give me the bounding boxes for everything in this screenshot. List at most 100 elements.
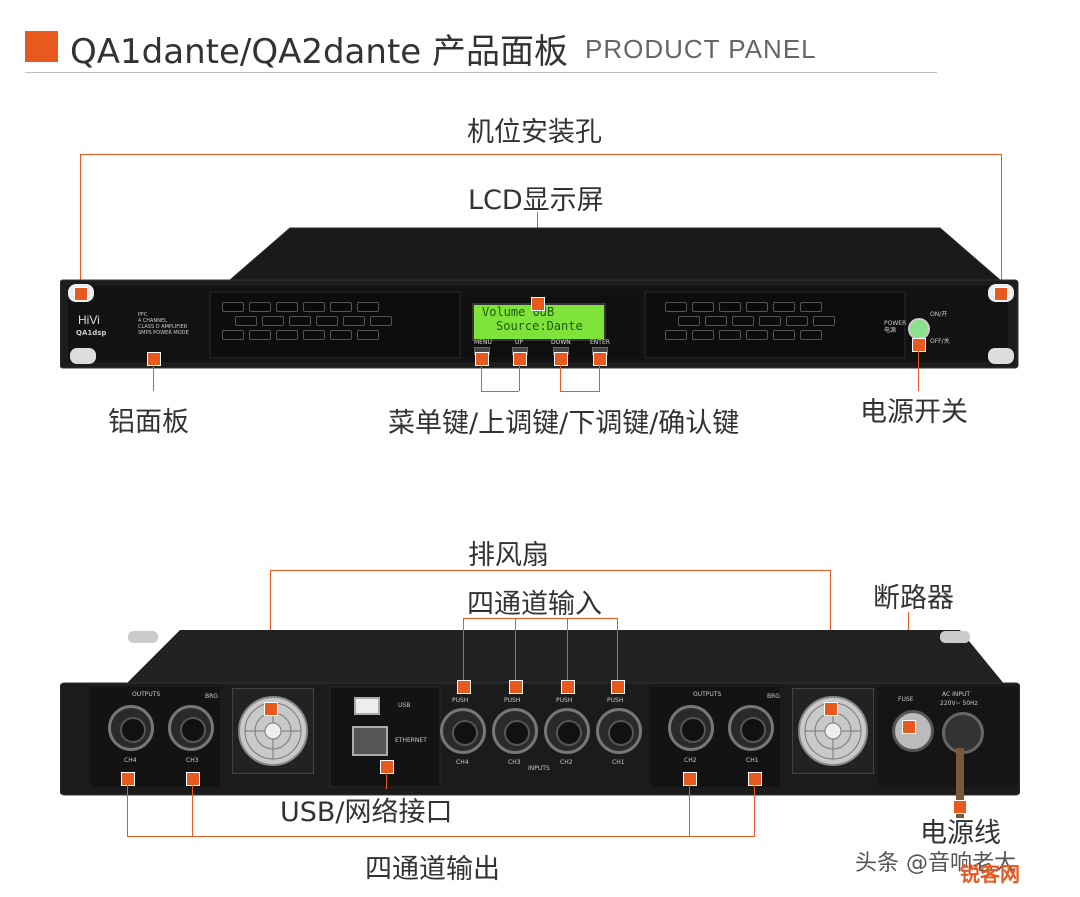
callout-mount-holes: 机位安装孔 <box>467 117 602 148</box>
vent-slot <box>357 330 379 340</box>
marker-power <box>912 338 926 352</box>
vent-slot <box>357 302 379 312</box>
callout-inputs: 四通道输入 <box>467 589 602 620</box>
marker-fan-left <box>264 702 278 716</box>
callout-line-mount-right <box>1001 154 1002 292</box>
callout-line-usb <box>386 773 387 789</box>
callout-line-inputs-top <box>463 618 617 619</box>
xlr-input-ch3[interactable] <box>492 708 538 754</box>
vent-slot <box>235 316 257 326</box>
callout-line-out-2 <box>192 785 193 836</box>
spec-text: PFC 4 CHANNEL CLASS D AMPLIFIER SMPS POW… <box>138 312 189 336</box>
xlr-input-ch2[interactable] <box>544 708 590 754</box>
vent-slot <box>678 316 700 326</box>
xlr-input-ch4[interactable] <box>440 708 486 754</box>
ac-input-label: AC INPUT <box>942 691 971 698</box>
marker-usb-network <box>380 760 394 774</box>
outputs-label-right: OUTPUTS <box>693 691 722 698</box>
speakon-output-ch3[interactable] <box>168 705 214 751</box>
marker-input-ch3 <box>509 680 523 694</box>
header-divider <box>25 72 937 73</box>
callout-line-input-4 <box>617 618 618 682</box>
push-label-ch2: PUSH <box>556 697 573 704</box>
front-chassis <box>60 227 1019 369</box>
vent-slot <box>800 330 822 340</box>
input-label-ch2: CH2 <box>560 759 573 766</box>
marker-input-ch4 <box>457 680 471 694</box>
vent-slot <box>330 330 352 340</box>
push-label-ch4: PUSH <box>452 697 469 704</box>
model-label: QA1dsp <box>76 329 107 337</box>
speakon-output-ch1[interactable] <box>728 705 774 751</box>
callout-line-fans-top <box>270 570 831 571</box>
speakon-output-ch2[interactable] <box>668 705 714 751</box>
callout-line-btn-join-b <box>560 391 600 392</box>
callout-line-mount-left <box>80 154 81 292</box>
marker-input-ch2 <box>561 680 575 694</box>
marker-lcd <box>531 297 545 311</box>
vent-slot <box>786 316 808 326</box>
button-label-up: UP <box>515 339 524 346</box>
vent-slot <box>732 316 754 326</box>
vent-slot <box>276 302 298 312</box>
vent-slot <box>813 316 835 326</box>
marker-fan-right <box>824 702 838 716</box>
vent-slot <box>800 302 822 312</box>
marker-output-ch2 <box>683 772 697 786</box>
input-label-ch4: CH4 <box>456 759 469 766</box>
vent-slot <box>316 316 338 326</box>
marker-output-ch3 <box>186 772 200 786</box>
input-label-ch3: CH3 <box>508 759 521 766</box>
usb-port[interactable] <box>354 697 380 715</box>
xlr-input-ch1[interactable] <box>596 708 642 754</box>
power-switch[interactable] <box>908 318 930 340</box>
marker-aluminum-panel <box>147 352 161 366</box>
button-label-menu: MENU <box>474 339 492 346</box>
callout-line-out-4 <box>754 785 755 836</box>
marker-breaker <box>902 720 916 734</box>
callout-power-cord: 电源线 <box>920 818 1001 849</box>
output-label-ch1: CH1 <box>746 757 759 764</box>
watermark-logo: 锐客网 <box>960 862 1020 886</box>
callout-line-btn-join-a <box>481 391 519 392</box>
usb-label: USB <box>398 702 411 709</box>
vent-slot <box>665 330 687 340</box>
marker-mount-left <box>74 287 88 301</box>
vent-slot <box>303 302 325 312</box>
speakon-output-ch4[interactable] <box>108 705 154 751</box>
callout-line-btn-3 <box>560 365 561 391</box>
callout-buttons: 菜单键/上调键/下调键/确认键 <box>388 408 740 439</box>
callout-line-input-1 <box>463 618 464 682</box>
vent-slot <box>773 302 795 312</box>
outputs-label-left: OUTPUTS <box>132 691 161 698</box>
callout-line-input-3 <box>567 618 568 682</box>
vent-slot <box>276 330 298 340</box>
ethernet-port[interactable] <box>352 726 388 756</box>
button-label-enter: ENTER <box>590 339 610 346</box>
vent-slot <box>330 302 352 312</box>
callout-line-mount-top <box>80 154 1002 155</box>
brg-label-left: BRG <box>205 693 218 700</box>
vent-slot <box>222 302 244 312</box>
marker-up <box>513 352 527 366</box>
lcd-line-2: Source:Dante <box>496 319 583 333</box>
watermark-text: 头条 @音响老大 <box>855 851 1016 876</box>
callout-line-power <box>918 351 919 391</box>
callout-line-input-2 <box>515 618 516 682</box>
vent-slot <box>262 316 284 326</box>
vent-slot <box>692 330 714 340</box>
vent-slot <box>370 316 392 326</box>
callout-fans: 排风扇 <box>468 540 549 571</box>
vent-slot <box>222 330 244 340</box>
off-label: OFF/关 <box>930 338 950 345</box>
marker-input-ch1 <box>611 680 625 694</box>
push-label-ch1: PUSH <box>607 697 624 704</box>
output-label-ch3: CH3 <box>186 757 199 764</box>
callout-breaker: 断路器 <box>873 583 954 614</box>
vent-slot <box>249 330 271 340</box>
output-label-ch4: CH4 <box>124 757 137 764</box>
marker-output-ch1 <box>748 772 762 786</box>
power-cord <box>956 748 964 818</box>
fuse-label: FUSE <box>898 696 914 703</box>
vent-slot <box>289 316 311 326</box>
